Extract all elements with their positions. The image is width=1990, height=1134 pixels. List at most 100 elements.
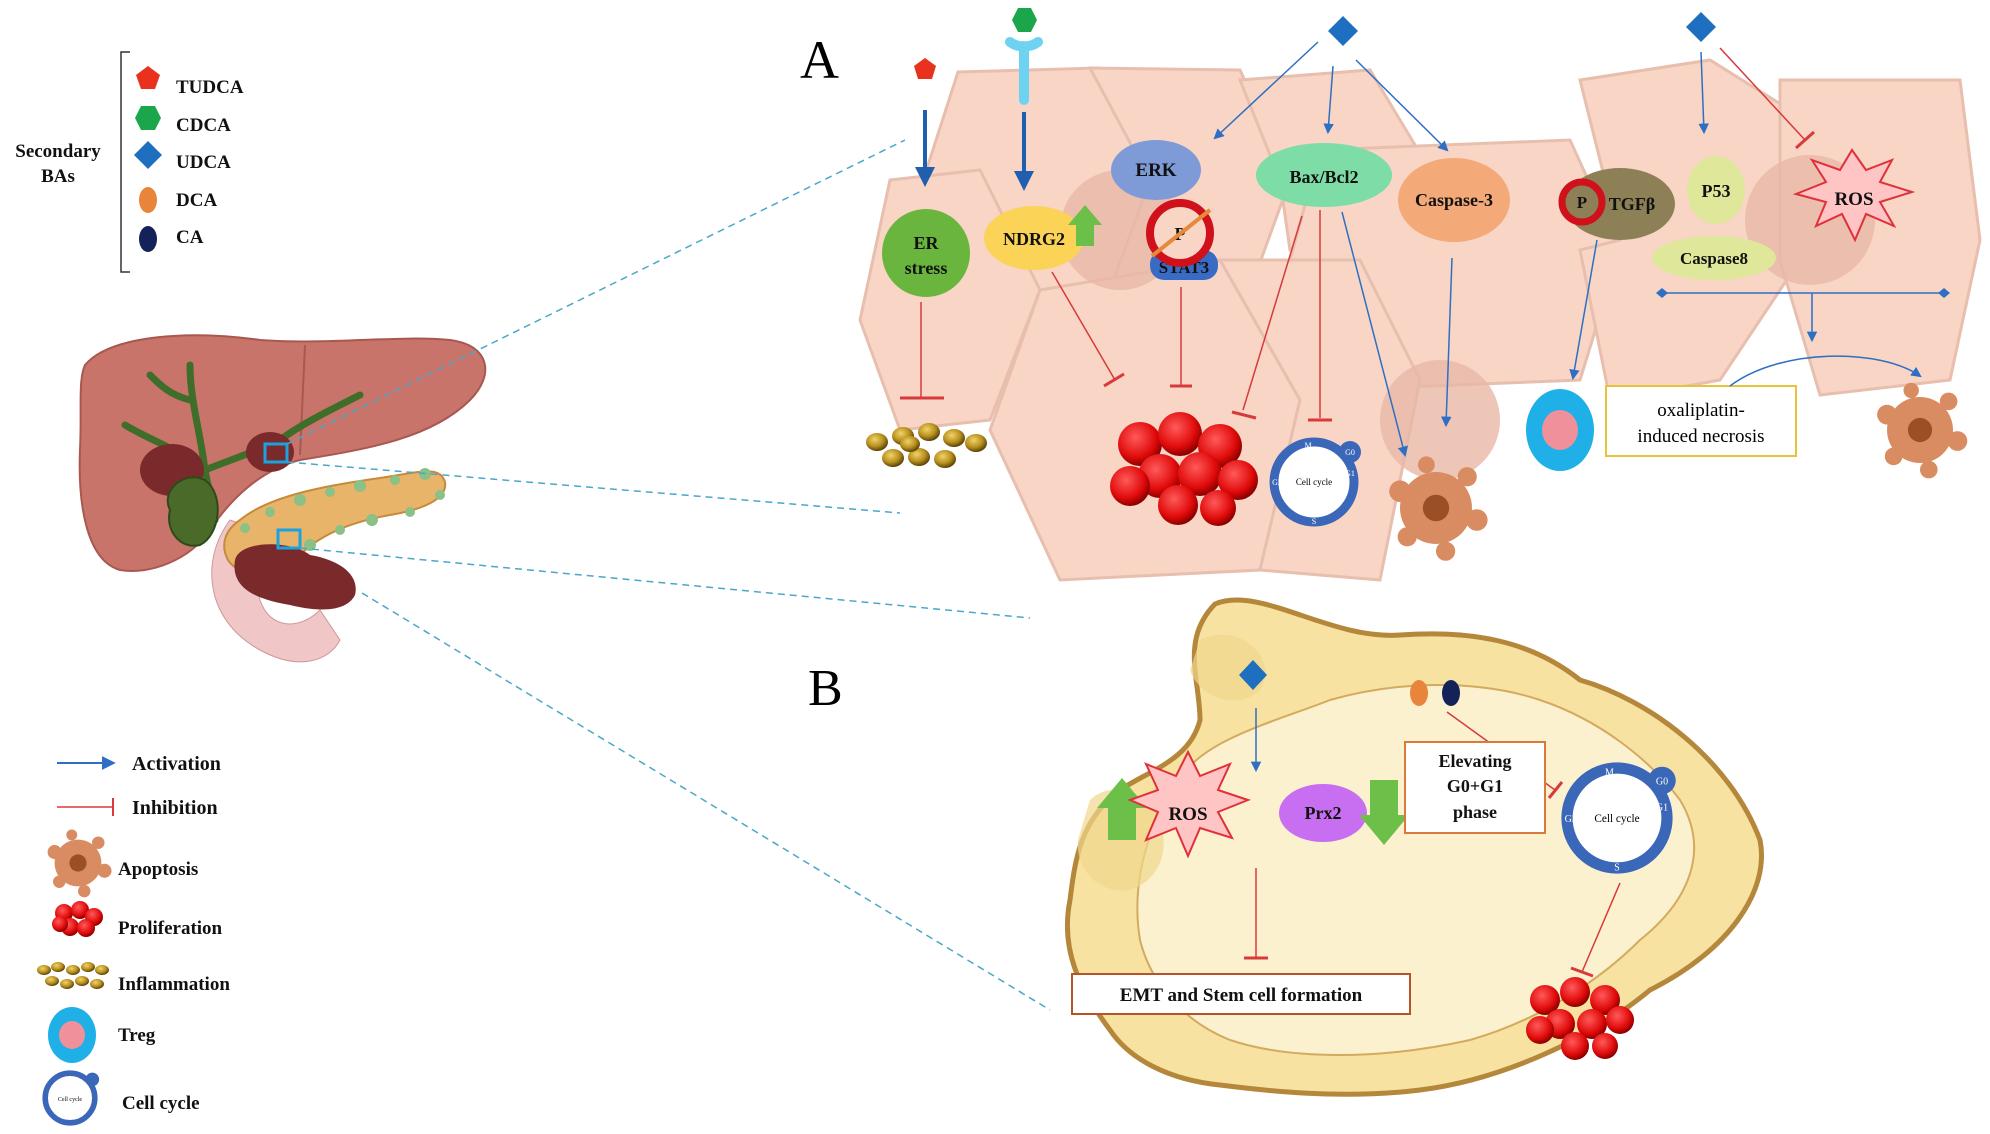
tgfb-p-label: P <box>1577 193 1587 212</box>
legend-group-label-1: Secondary <box>15 141 101 162</box>
ros-a-label: ROS <box>1834 189 1873 210</box>
prx2-label: Prx2 <box>1305 803 1342 823</box>
udca-to-erk-arrow <box>1213 41 1319 140</box>
necrosis-label-1: oxaliplatin- <box>1657 400 1745 421</box>
legend-ca-label: CA <box>176 227 204 248</box>
legend-udca-label: UDCA <box>176 152 231 173</box>
caspase3-label: Caspase-3 <box>1415 190 1493 210</box>
cycle-b-s: S <box>1614 863 1620 874</box>
legend-inflammation-label: Inflammation <box>118 974 230 995</box>
inflammation-icon <box>37 962 109 989</box>
bax-bcl2-label: Bax/Bcl2 <box>1289 167 1358 187</box>
caspase8-node <box>1652 236 1776 280</box>
emt-label: EMT and Stem cell formation <box>1120 985 1363 1006</box>
proliferation-icon <box>52 901 103 937</box>
apoptosis-cell-a2 <box>1877 382 1968 479</box>
erk-label: ERK <box>1135 160 1176 181</box>
udca-diamond-icon-a1 <box>1328 16 1358 46</box>
cycle-a-g0: G0 <box>1345 448 1355 457</box>
panel-b: B ROS Prx2 Elevating G0+G1 phase Ce <box>808 597 1764 1097</box>
legend-cell-cycle-label: Cell cycle <box>122 1093 200 1114</box>
legend-bracket <box>120 51 130 273</box>
panel-b-letter: B <box>808 660 843 717</box>
erk-node <box>1111 140 1201 200</box>
udca-to-p53-arrow <box>1698 51 1709 135</box>
legend-activation-label: Activation <box>132 753 221 775</box>
udca-diamond-icon <box>134 141 162 169</box>
elevating-label-1: Elevating <box>1438 751 1511 771</box>
cycle-b-g2: G2 <box>1565 814 1577 825</box>
ca-icon-b <box>1442 680 1460 706</box>
p53-node <box>1687 156 1745 224</box>
udca-to-baxbcl2-arrow <box>1323 65 1334 135</box>
legend-proliferation-label: Proliferation <box>118 918 223 939</box>
legend-inhibition-label: Inhibition <box>132 797 218 819</box>
tgfb-to-treg-arrow <box>1569 239 1598 381</box>
elevating-box <box>1404 741 1546 834</box>
tudca-pentagon-icon <box>914 58 936 79</box>
panel-a: A ER stress <box>800 8 1982 582</box>
acinus-lobe-left <box>1077 789 1164 891</box>
bax-bcl2-node <box>1256 143 1392 207</box>
tgfb-phospho-icon <box>1558 178 1606 226</box>
ndrg2-label: NDRG2 <box>1003 229 1065 249</box>
tgfb-label: TGFβ <box>1609 194 1656 214</box>
ndrg2-up-arrow-icon <box>1068 205 1102 246</box>
ndrg2-node <box>984 206 1084 270</box>
caspase3-node <box>1398 158 1510 242</box>
necrosis-label-2: induced necrosis <box>1637 426 1764 447</box>
apoptosis-icon <box>47 829 112 898</box>
pancreas-tumor <box>234 544 356 610</box>
tudca-pentagon-icon <box>136 66 160 89</box>
cycle-b-g0: G0 <box>1656 776 1668 787</box>
elevating-label-3: phase <box>1453 802 1497 822</box>
udca-diamond-icon-a2 <box>1686 12 1716 42</box>
ros-b-label: ROS <box>1168 804 1207 825</box>
inflammation-cluster <box>866 423 987 468</box>
legend-tudca-label: TUDCA <box>176 77 244 98</box>
legend-treg-label: Treg <box>118 1025 156 1046</box>
emt-box <box>1071 973 1411 1015</box>
proliferation-cluster-b <box>1526 977 1634 1060</box>
cycle-b-m: M <box>1605 768 1614 779</box>
panel-a-letter: A <box>800 30 839 90</box>
legend-cycle-inner-label: Cell cycle <box>58 1097 82 1103</box>
cycle-inhibit-prolif-b <box>1581 882 1621 973</box>
cycle-a-label: Cell cycle <box>1296 477 1332 487</box>
ros-burst-a <box>1792 148 1916 243</box>
dca-icon-b <box>1410 680 1428 706</box>
cycle-b-g1: G1 <box>1656 803 1668 814</box>
symbol-legend: Activation Inhibition Apoptosis Prolifer… <box>37 753 230 1123</box>
pancreas-zoom-box <box>276 528 302 550</box>
er-stress-label-2: stress <box>905 258 948 278</box>
cycle-a-g2: G2 <box>1272 478 1282 487</box>
liver-zoom-box <box>263 442 289 464</box>
ndrg2-inhibition <box>1051 271 1116 381</box>
legend-cdca-label: CDCA <box>176 115 231 136</box>
acinus-lobe-top <box>1190 634 1266 701</box>
cycle-a-g1: G1 <box>1345 469 1355 478</box>
udca-to-caspase3-arrow <box>1355 59 1449 152</box>
legend-dca-label: DCA <box>176 190 217 211</box>
er-stress-node <box>882 209 970 297</box>
caspase8-label: Caspase8 <box>1680 249 1748 268</box>
legend-apoptosis-label: Apoptosis <box>118 859 198 880</box>
udca-inhibit-ros <box>1719 47 1806 141</box>
zoom-lines <box>286 139 1051 1011</box>
gallbladder <box>166 476 219 547</box>
legend-group-label-2: BAs <box>41 166 75 187</box>
p53-label: P53 <box>1702 181 1731 201</box>
er-stress-label-1: ER <box>913 233 939 253</box>
cycle-b-label: Cell cycle <box>1594 813 1639 825</box>
cdca-hexagon-icon <box>135 106 161 130</box>
cycle-a-m: M <box>1304 441 1311 450</box>
baxbcl2-to-apoptosis-arrow <box>1341 211 1408 458</box>
hepatocyte-nuclei <box>1060 155 1875 480</box>
ca-ellipse-icon <box>139 226 157 252</box>
udca-diamond-icon-b <box>1239 660 1267 690</box>
elevating-label-2: G0+G1 <box>1447 776 1503 796</box>
necrosis-box <box>1605 385 1797 457</box>
ros-up-arrow-icon <box>1097 778 1147 840</box>
cycle-a-s: S <box>1312 517 1316 526</box>
prx2-down-arrow-icon <box>1359 780 1409 845</box>
